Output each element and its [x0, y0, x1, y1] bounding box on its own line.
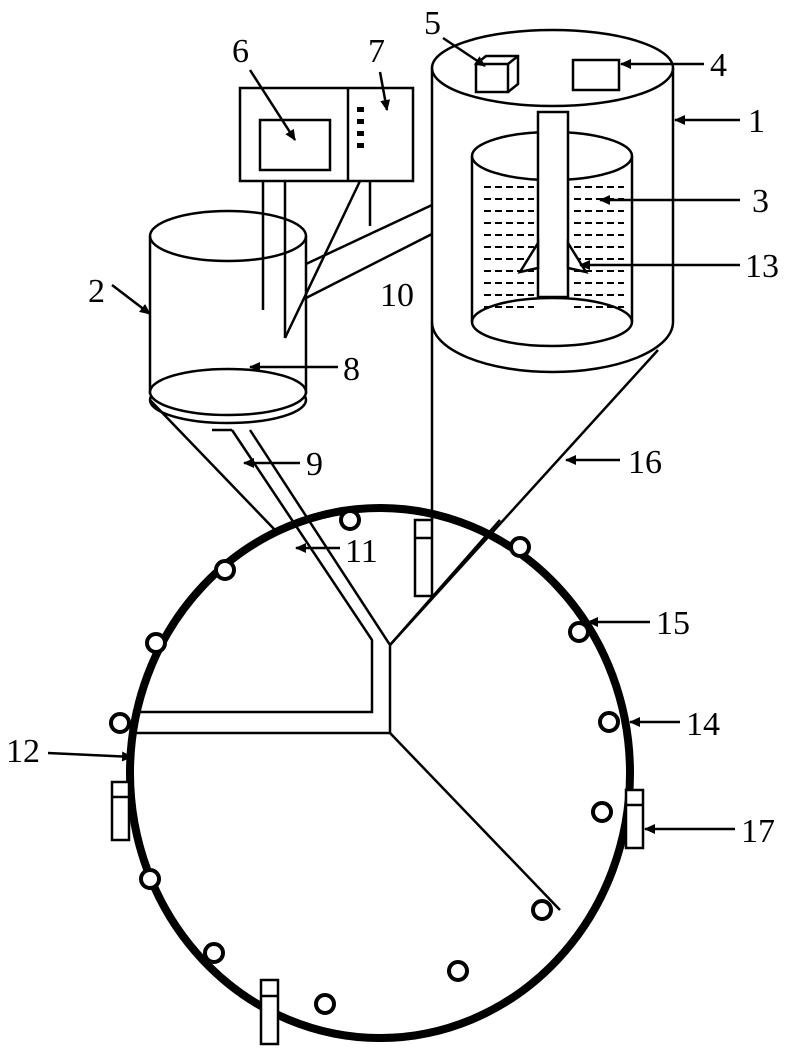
- label-17: 17: [741, 813, 775, 850]
- rim-hole: [568, 621, 590, 643]
- label-12: 12: [6, 733, 40, 770]
- rim-hole: [145, 632, 167, 654]
- connection-lines: [261, 180, 433, 339]
- label-16: 16: [628, 444, 662, 481]
- label-15: 15: [656, 605, 690, 642]
- rim-hole: [531, 899, 553, 921]
- label-13: 13: [745, 248, 779, 285]
- rim-hole: [203, 942, 225, 964]
- label-4: 4: [710, 47, 727, 84]
- tank-2: [148, 209, 308, 531]
- edge-sensors: [110, 518, 645, 1046]
- rim-hole: [447, 960, 469, 982]
- number-labels: 1 2 3 4 5 6 7 8 9 10 11 12 13 14 15 16 1…: [6, 5, 779, 850]
- rim-hole: [339, 509, 361, 531]
- label-2: 2: [88, 273, 105, 310]
- label-14: 14: [686, 706, 720, 743]
- stirrer-shaft: [517, 110, 589, 299]
- control-box: [238, 86, 415, 183]
- label-5: 5: [424, 5, 441, 42]
- label-6: 6: [232, 33, 249, 70]
- label-9: 9: [306, 446, 323, 483]
- sensor-left: [110, 780, 131, 842]
- rim-hole: [139, 868, 161, 890]
- inner-basket: [470, 130, 634, 348]
- label-11: 11: [345, 533, 378, 570]
- lid-box-sensor: [571, 58, 621, 92]
- indicator-leds: [357, 107, 364, 148]
- label-3: 3: [752, 183, 769, 220]
- rim-holes: [109, 509, 620, 1015]
- rim-hole: [509, 536, 531, 558]
- rim-hole: [314, 993, 336, 1015]
- label-10: 10: [380, 277, 414, 314]
- sensor-bottom: [259, 978, 280, 1046]
- leader-arrows: [47, 36, 740, 834]
- rim-hole: [109, 712, 131, 734]
- rim-hole: [591, 801, 613, 823]
- distribution-pipe: [136, 429, 392, 735]
- rim-hole: [598, 711, 620, 733]
- circular-plate: [126, 504, 634, 1042]
- rim-hole: [214, 559, 236, 581]
- label-8: 8: [343, 351, 360, 388]
- tank-1: [389, 28, 675, 646]
- label-1: 1: [748, 103, 765, 140]
- sensor-top: [413, 518, 434, 598]
- lid-cube-sensor: [474, 54, 520, 94]
- sensor-right: [624, 788, 645, 850]
- display-screen: [258, 118, 332, 172]
- label-7: 7: [368, 33, 385, 70]
